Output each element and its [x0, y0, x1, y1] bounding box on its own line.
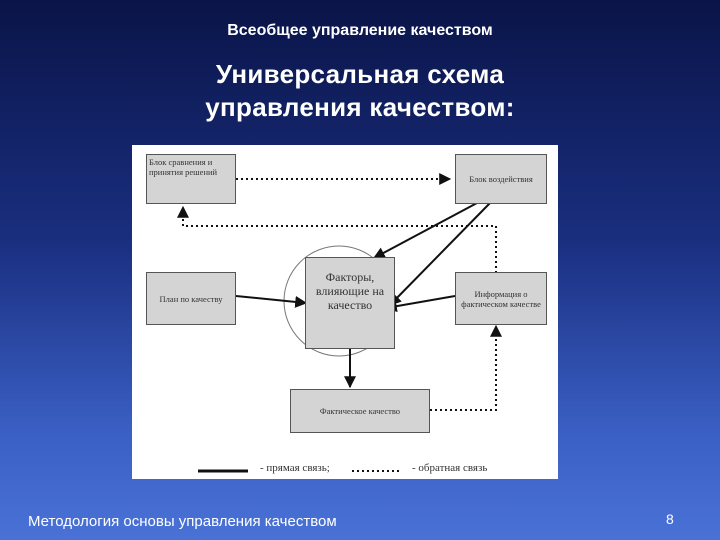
factors-block: Факторы, влияющие на качество	[305, 257, 395, 349]
actual-quality-block: Фактическое качество	[290, 389, 430, 433]
legend-direct-label: - прямая связь;	[260, 462, 330, 474]
direct-arrow-info-to-factors	[384, 295, 456, 313]
direct-arrow-plan-to-factors	[235, 295, 308, 308]
quality-plan-block: План по качеству	[146, 272, 236, 325]
slide-title-line-2: управления качеством:	[205, 92, 515, 122]
quality-management-diagram: Блок сравнения и принятия решений Блок в…	[132, 145, 558, 479]
slide-title-line-1: Универсальная схема	[215, 59, 505, 89]
slide-footer: Методология основы управления качеством	[28, 513, 337, 530]
diagram-connectors	[177, 173, 502, 473]
feedback-arrow-actual-to-info	[430, 324, 502, 411]
actual-quality-info-block: Информация о фактическом качестве	[455, 272, 547, 325]
compare-decision-block: Блок сравнения и принятия решений	[146, 154, 236, 204]
legend-feedback-label: - обратная связь	[412, 462, 488, 474]
direct-arrow-influence-to-factors-1	[372, 202, 478, 259]
direct-arrow-influence-to-factors-2	[389, 202, 491, 306]
slide-title: Универсальная схема управления качеством…	[0, 58, 720, 124]
influence-block: Блок воздействия	[455, 154, 547, 204]
slide-header: Всеобщее управление качеством	[227, 22, 493, 39]
page-number: 8	[666, 511, 674, 527]
